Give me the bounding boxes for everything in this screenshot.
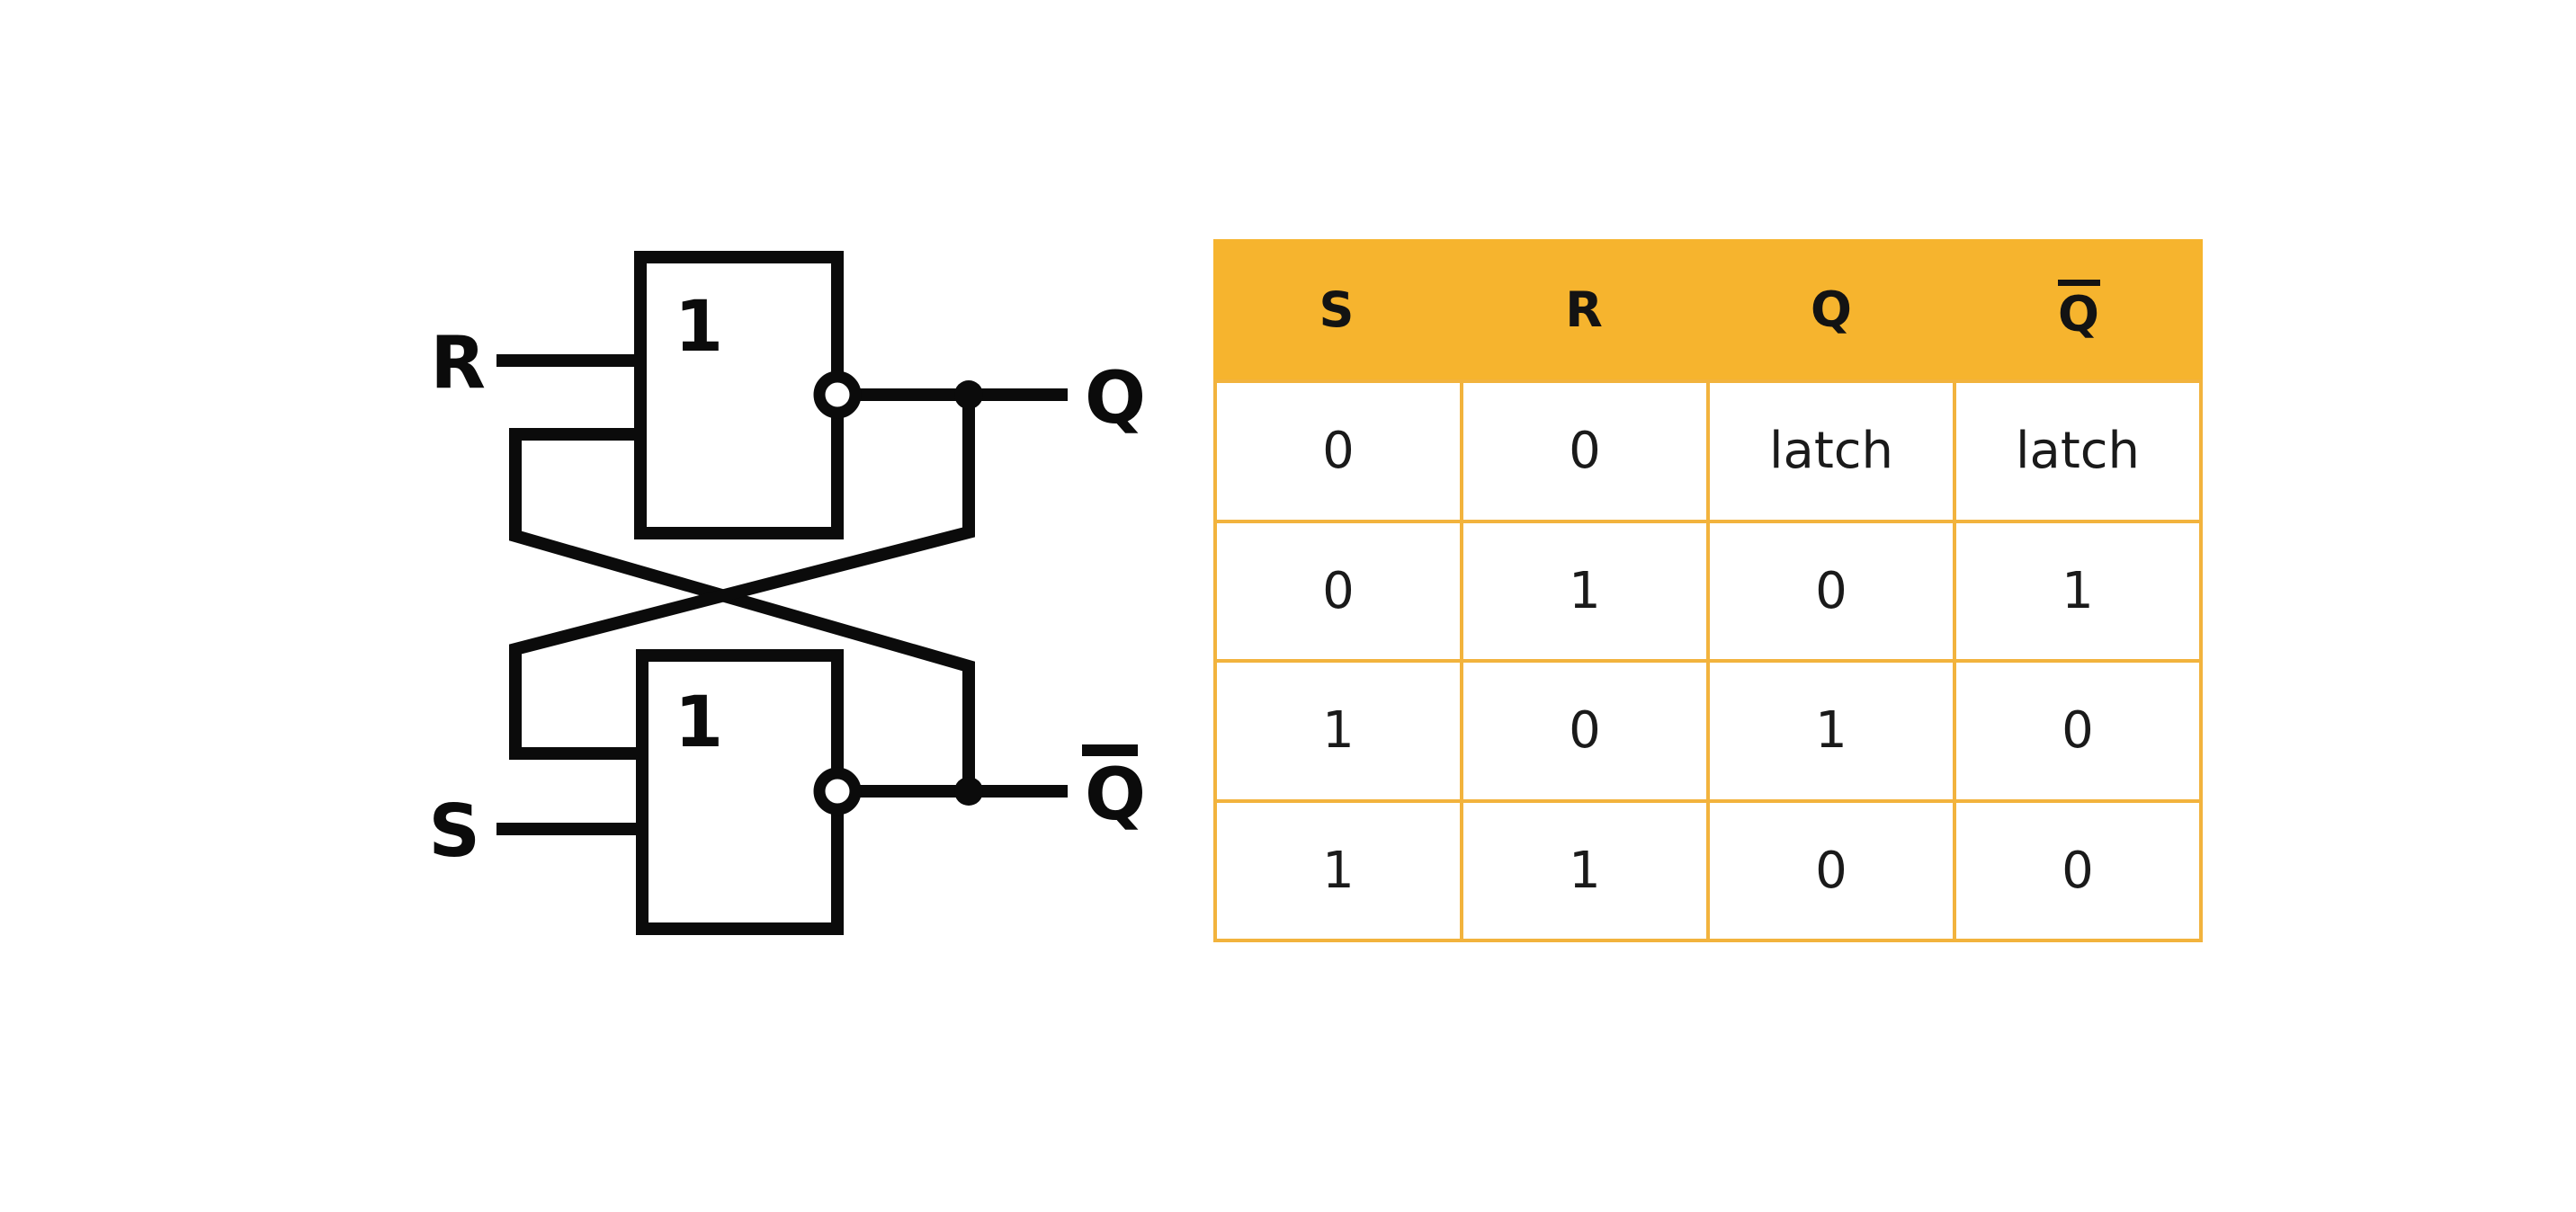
table-cell: 0 [1954, 661, 2201, 801]
col-header-s: S [1213, 239, 1461, 379]
input-label-s: S [428, 789, 480, 873]
col-header-qbar: Q [1955, 239, 2203, 379]
gate-bottom-label: 1 [675, 682, 723, 763]
table-cell: 1 [1708, 661, 1954, 801]
inversion-bubble-bottom [813, 767, 862, 815]
table-cell: 0 [1954, 800, 2201, 940]
table-cell: 0 [1215, 521, 1462, 661]
table-cell: 1 [1215, 800, 1462, 940]
nor-gate-bottom-body [636, 649, 844, 935]
table-cell: 0 [1708, 521, 1954, 661]
truth-table: S R Q Q 0 0 latch latch 0 1 0 1 1 0 1 0 [1213, 239, 2203, 942]
col-header-r: R [1461, 239, 1708, 379]
table-cell: latch [1954, 381, 2201, 521]
table-cell: 0 [1462, 661, 1708, 801]
output-label-qbar: Q [1085, 753, 1146, 836]
table-cell: 1 [1462, 800, 1708, 940]
feedback-wire-q-to-bottom-gate [509, 395, 975, 760]
feedback-wire-qbar-to-top-gate [509, 428, 975, 792]
table-cell: 1 [1462, 521, 1708, 661]
nor-gate-top-body [634, 251, 844, 539]
junction-dot-qbar [954, 777, 983, 806]
table-cell: latch [1708, 381, 1954, 521]
col-header-q-label: Q [1811, 281, 1853, 338]
col-header-s-label: S [1319, 281, 1355, 338]
inversion-bubble-top [813, 370, 862, 419]
output-label-q: Q [1085, 356, 1146, 440]
col-header-r-label: R [1565, 281, 1604, 338]
table-cell: 1 [1215, 661, 1462, 801]
junction-dot-q [954, 380, 983, 409]
table-cell: 0 [1215, 381, 1462, 521]
input-label-r: R [430, 321, 486, 405]
truth-table-body: 0 0 latch latch 0 1 0 1 1 0 1 0 1 1 0 0 [1213, 379, 2203, 942]
truth-table-header-row: S R Q Q [1213, 239, 2203, 379]
gate-top-label: 1 [675, 287, 723, 368]
table-cell: 1 [1954, 521, 2201, 661]
col-header-q: Q [1708, 239, 1955, 379]
qbar-overbar [1082, 744, 1138, 756]
table-cell: 0 [1708, 800, 1954, 940]
col-header-qbar-label: Q [2058, 280, 2100, 339]
table-cell: 0 [1462, 381, 1708, 521]
